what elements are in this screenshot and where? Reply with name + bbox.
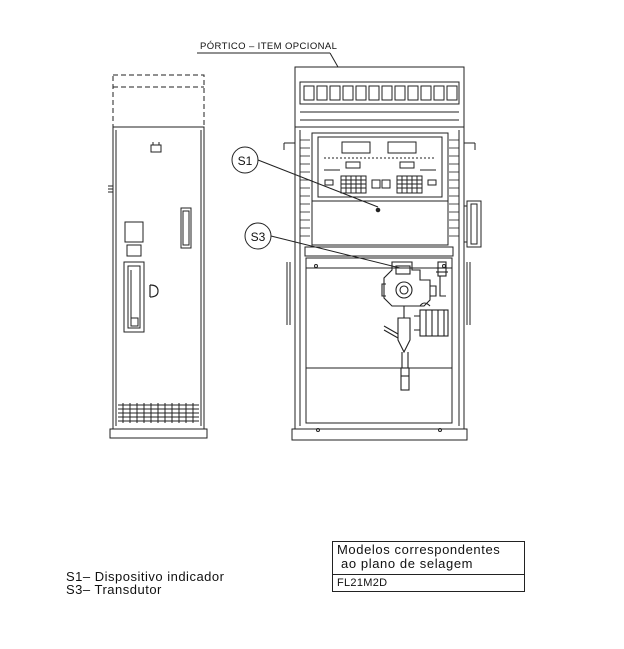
portico-lights (303, 85, 458, 101)
lower-compartment (305, 257, 453, 424)
side-window (124, 221, 144, 243)
legend-s1: S1– Dispositivo indicador (66, 569, 225, 584)
side-vents (118, 403, 199, 423)
keypad-left (340, 175, 367, 194)
side-label-plate (150, 144, 162, 153)
portico-label: PÓRTICO – ITEM OPCIONAL (200, 41, 337, 52)
display-panel (317, 136, 443, 198)
front-nozzle-right (466, 200, 482, 248)
models-header-line1: Modelos correspondentes (337, 542, 501, 557)
pump-assembly (381, 261, 448, 307)
legend: S1– Dispositivo indicador S3– Transdutor (66, 570, 224, 596)
models-table-row: FL21M2D (337, 577, 388, 589)
keypad-right (396, 175, 423, 194)
callout-s3-label: S3 (251, 230, 266, 244)
front-cabinet (294, 126, 465, 430)
models-header-line2: ao plano de selagem (341, 556, 474, 571)
motor (414, 302, 449, 337)
side-handle (180, 207, 192, 249)
models-table-header: Modelos correspondentes ao plano de sela… (333, 542, 524, 575)
callout-s1-label: S1 (238, 154, 253, 168)
front-view (197, 52, 482, 441)
side-nozzle-holder (123, 261, 145, 333)
models-table: Modelos correspondentes ao plano de sela… (332, 541, 525, 592)
side-view (108, 74, 208, 439)
side-portico-dashed (112, 74, 205, 128)
side-cabinet (112, 126, 205, 430)
callout-s1: S1 (231, 146, 379, 208)
legend-s3: S3– Transdutor (66, 582, 162, 597)
strainer (383, 306, 411, 391)
display-head (311, 132, 449, 246)
callout-s3: S3 (244, 222, 401, 269)
